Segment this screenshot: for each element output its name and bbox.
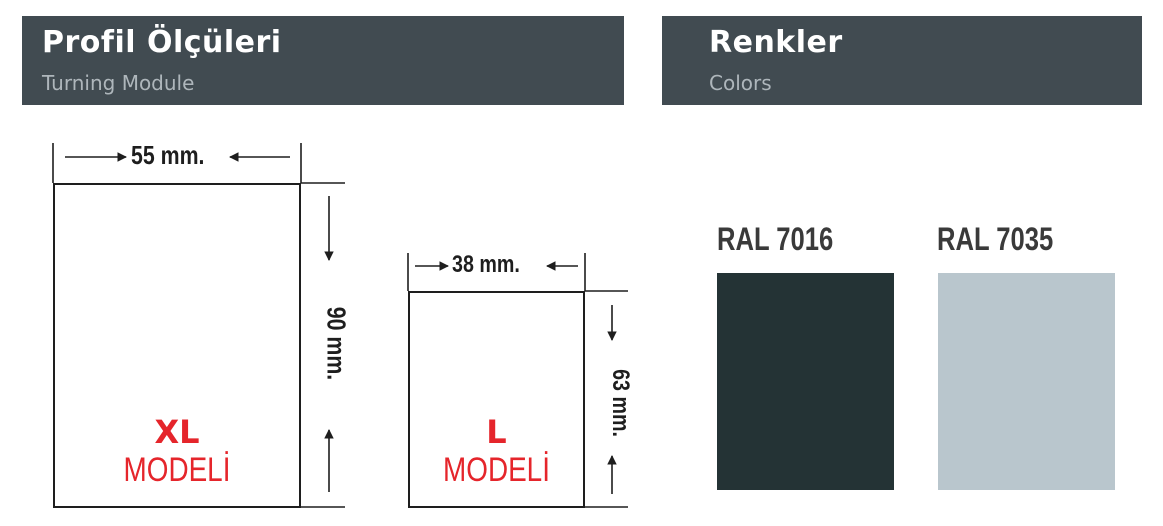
l-profile-box: L MODELİ xyxy=(408,291,585,508)
profile-section-header: Profil Ölçüleri Turning Module xyxy=(22,16,624,105)
colors-section-subtitle: Colors xyxy=(709,71,772,95)
ral-7016-label: RAL 7016 xyxy=(717,221,834,257)
ral-7016-swatch xyxy=(717,273,894,490)
ral-7035-label: RAL 7035 xyxy=(937,221,1054,257)
xl-profile-box: XL MODELİ xyxy=(53,183,301,508)
profile-section-title: Profil Ölçüleri xyxy=(42,25,282,60)
l-height-label: 63 mm. xyxy=(607,369,634,437)
xl-model-label: MODELİ xyxy=(123,451,231,489)
xl-height-label: 90 mm. xyxy=(321,306,352,381)
xl-width-label: 55 mm. xyxy=(131,140,205,170)
colors-section-header: Renkler Colors xyxy=(662,16,1142,105)
xl-model-size: XL xyxy=(154,413,200,451)
profile-section-subtitle: Turning Module xyxy=(42,71,195,95)
l-model-label: MODELİ xyxy=(443,451,550,489)
l-width-label: 38 mm. xyxy=(452,251,520,278)
colors-section-title: Renkler xyxy=(709,25,843,60)
ral-7035-swatch xyxy=(938,273,1115,490)
l-model-size: L xyxy=(486,413,507,451)
